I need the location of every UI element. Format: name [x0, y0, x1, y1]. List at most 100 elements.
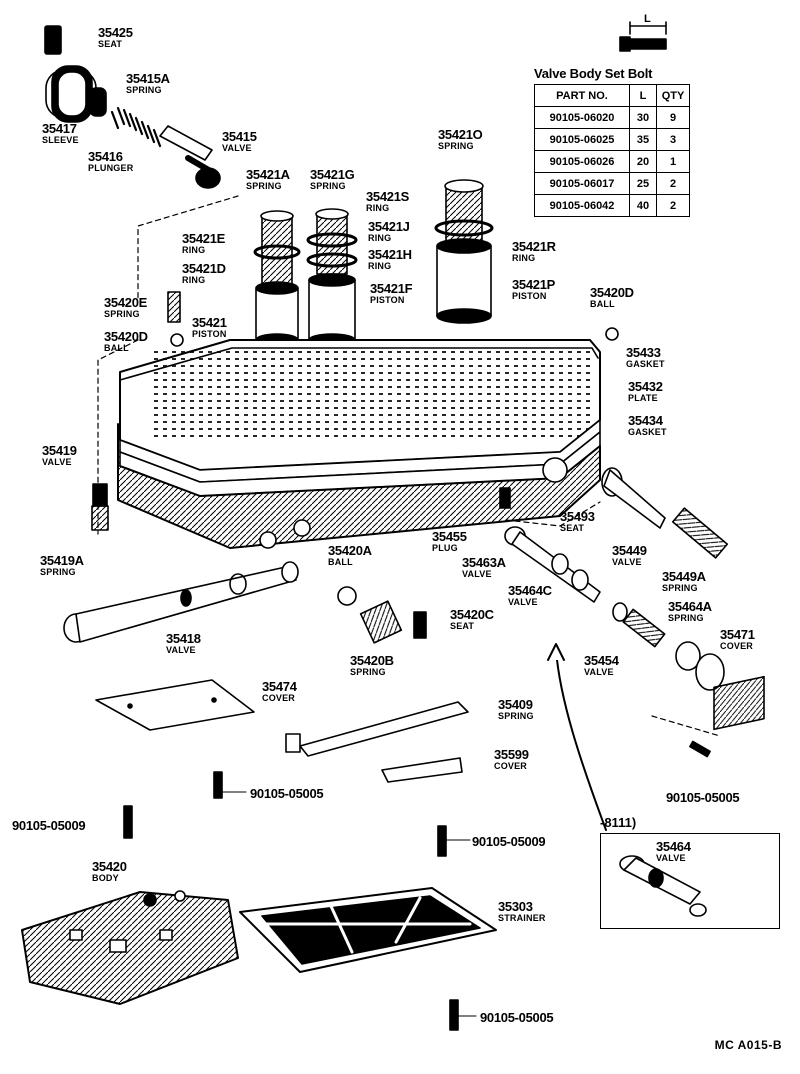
bolt-table-cell: 35 — [629, 128, 657, 151]
part-name: SPRING — [668, 613, 704, 623]
valve-35463A-shape — [504, 526, 601, 603]
part-name: BALL — [328, 557, 353, 567]
bolt-table-cell: 40 — [629, 194, 657, 217]
valve-35464C-shape — [612, 602, 628, 622]
bolt-table-cell: 2 — [656, 194, 690, 217]
spring-35419A-shape — [91, 505, 109, 531]
part-name: GASKET — [626, 359, 665, 369]
part-number: 35474 — [262, 679, 297, 694]
bolt-label: 90105-05009 — [12, 818, 86, 833]
part-name: COVER — [720, 641, 754, 651]
part-name: VALVE — [508, 597, 538, 607]
part-number: 35421F — [370, 281, 413, 296]
part-name: PLATE — [628, 393, 658, 403]
bolt-label: 90105-05009 — [472, 834, 546, 849]
part-name: SPRING — [126, 85, 162, 95]
part-number: 35420A — [328, 543, 372, 558]
part-number: 35421S — [366, 189, 410, 204]
valve-body-block-shape — [117, 423, 601, 549]
spring-35409-shape — [285, 701, 469, 757]
cover-35474-shape — [95, 679, 255, 731]
bolt-table-title: Valve Body Set Bolt — [534, 66, 653, 81]
part-number: 35421 — [192, 315, 227, 330]
part-number: 35420E — [104, 295, 148, 310]
part-number: 35421P — [512, 277, 556, 292]
part-number: 35409 — [498, 697, 533, 712]
bolt-table-cell: 9 — [656, 106, 690, 129]
part-number: 35420D — [590, 285, 634, 300]
part-name: RING — [182, 245, 206, 255]
part-name: GASKET — [628, 427, 667, 437]
part-number: 35419 — [42, 443, 77, 458]
spring-stack-35421O-shape — [434, 179, 494, 324]
gasket-35433-shape — [119, 339, 601, 471]
part-name: BODY — [92, 873, 119, 883]
bolt-table-cell: 90105-06020 — [534, 106, 630, 129]
part-name: VALVE — [222, 143, 252, 153]
part-number: 35421D — [182, 261, 226, 276]
dimension-label: L — [644, 13, 651, 25]
part-number: 35303 — [498, 899, 533, 914]
seat-35493-shape — [499, 487, 511, 509]
part-name: PLUNGER — [88, 163, 134, 173]
body-35420-shape — [21, 890, 239, 1005]
part-name: SPRING — [662, 583, 698, 593]
part-number: 35449A — [662, 569, 706, 584]
valve-35454-shape — [675, 641, 725, 691]
seat-35420C-shape — [413, 611, 427, 639]
bolt-table-cell: 3 — [656, 128, 690, 151]
bolt-table-cell: 1 — [656, 150, 690, 173]
part-name: VALVE — [584, 667, 614, 677]
bolt-table-header: L — [629, 84, 657, 107]
part-number: 35420D — [104, 329, 148, 344]
part-number: 35421A — [246, 167, 290, 182]
part-name: COVER — [494, 761, 528, 771]
part-number: 35416 — [88, 149, 123, 164]
ball-35420D-right-shape — [605, 327, 619, 341]
bolt-table: Valve Body Set Bolt PART NO. L QTY 90105… — [534, 66, 690, 217]
bolt-icons — [123, 740, 711, 1031]
sleeve-35417-shape — [45, 65, 107, 123]
part-number: 35471 — [720, 627, 755, 642]
part-number: 35419A — [40, 553, 84, 568]
part-number: 35464A — [668, 599, 712, 614]
part-name: VALVE — [42, 457, 72, 467]
part-name: SPRING — [438, 141, 474, 151]
part-name: SPRING — [40, 567, 76, 577]
part-number: 35421E — [182, 231, 226, 246]
part-name: SPRING — [498, 711, 534, 721]
part-name: VALVE — [656, 853, 686, 863]
part-name: SLEEVE — [42, 135, 79, 145]
part-number: 35434 — [628, 413, 663, 428]
part-name: SPRING — [310, 181, 346, 191]
part-name: SEAT — [98, 39, 123, 49]
cover-35599-shape — [381, 757, 463, 783]
spring-35420B-shape — [359, 600, 403, 644]
